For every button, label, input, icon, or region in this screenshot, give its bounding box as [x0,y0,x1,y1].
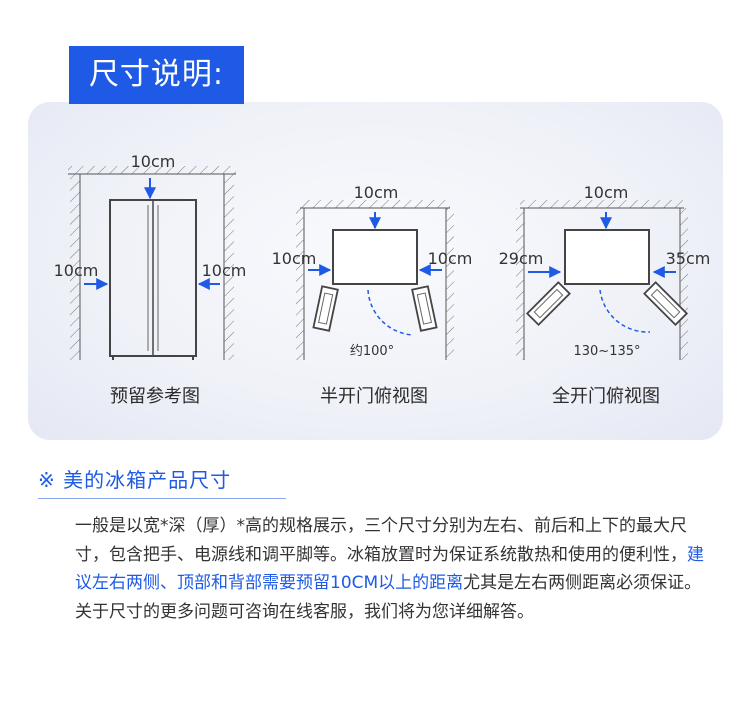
page-title: 尺寸说明: [69,46,244,104]
reserve-top-label: 10cm [131,152,176,171]
body-text-part2: 尤其是左右两侧距离必须保证。关于尺寸的更多问题可咨询在线客服，我们将为您详细解答… [75,573,702,622]
fridge-top-view [332,229,418,285]
reserve-diagram: 10cm 10cm 10cm [54,152,247,360]
full-right-label: 35cm [666,249,711,268]
right-wall-hatch [224,174,234,360]
reserve-left-label: 10cm [54,261,99,280]
full-left-label: 29cm [499,249,544,268]
body-text-part1: 一般是以宽*深（厚）*高的规格展示，三个尺寸分别为左右、前后和上下的最大尺寸，包… [75,516,687,565]
left-wall-hatch [70,174,80,360]
body-text-highlight: 建议左右两侧、顶部和背部需要预留10CM以上的距离 [75,544,704,594]
full-angle-label: 130~135° [573,344,640,359]
half-right-label: 10cm [428,249,473,268]
section-heading: ※ 美的冰箱产品尺寸 [38,464,231,493]
ceiling-hatch [68,166,236,174]
section-title: 美的冰箱产品尺寸 [63,468,232,492]
full-open-caption: 全开门俯视图 [552,386,660,407]
half-left-door [312,285,339,332]
full-top-label: 10cm [584,183,629,202]
half-left-label: 10cm [272,249,317,268]
reserve-right-label: 10cm [202,261,247,280]
half-open-diagram: 10cm 10cm 10cm 约100° [272,183,473,360]
half-angle-label: 约100° [350,344,394,359]
half-angle-arc [367,289,414,336]
section-body: 一般是以宽*深（厚）*高的规格展示，三个尺寸分别为左右、前后和上下的最大尺寸，包… [75,512,705,626]
half-right-door [411,285,438,332]
section-divider [38,498,286,499]
full-right-door [643,281,689,327]
half-top-label: 10cm [354,183,399,202]
reserve-caption: 预留参考图 [110,386,200,407]
full-open-diagram: 10cm 29cm 35cm 130~135° [499,183,711,360]
half-open-caption: 半开门俯视图 [320,386,428,407]
full-left-door [525,281,571,327]
section-marker: ※ [38,468,56,492]
